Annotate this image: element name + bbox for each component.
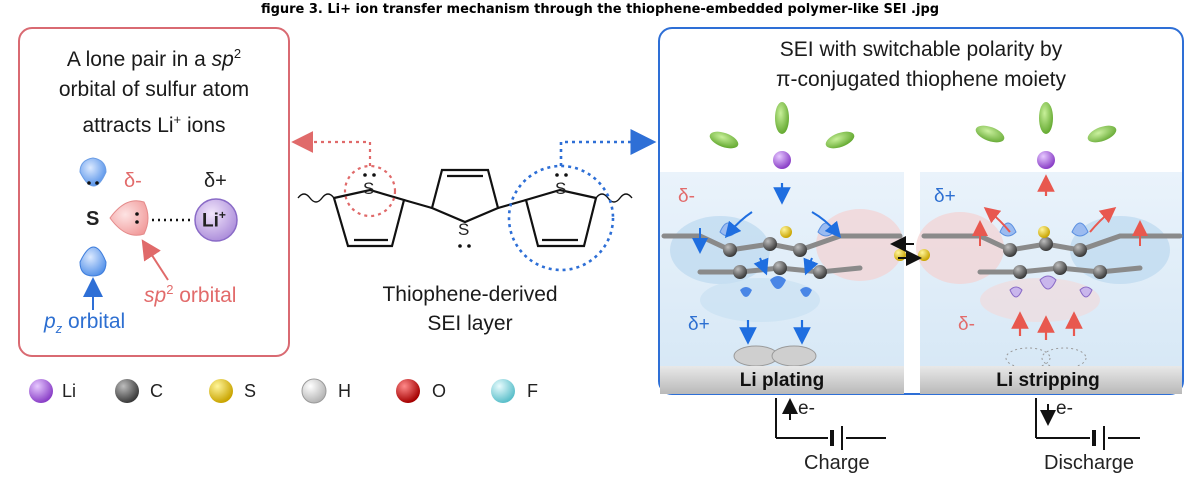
- charge-circuit: [775, 398, 886, 450]
- lone-pair-panel: A lone pair in a sp2 orbital of sulfur a…: [18, 27, 290, 357]
- pz-orbital-label: pz orbital: [44, 310, 126, 337]
- sulfur-atom-label: S: [86, 208, 100, 230]
- switchable-polarity-panel: SEI with switchable polarity by π-conjug…: [658, 27, 1184, 395]
- plating-delta-bottom: δ+: [688, 314, 710, 335]
- charge-label: Charge: [804, 452, 870, 474]
- legend-li: Li: [62, 380, 77, 401]
- legend-s-ball: [209, 379, 233, 403]
- delta-minus-label: δ-: [124, 170, 142, 192]
- li-stripping-label: Li stripping: [996, 370, 1100, 391]
- blue-pointer-line: [559, 129, 657, 166]
- li-ion-label: Li+: [202, 208, 226, 232]
- thiophene-s2-label: S: [458, 220, 470, 239]
- legend-o-ball: [396, 379, 420, 403]
- plating-delta-top: δ-: [678, 186, 695, 207]
- legend-c-ball: [115, 379, 139, 403]
- red-pointer-line: [291, 131, 372, 166]
- discharge-circuit: [1035, 398, 1140, 450]
- legend-c: C: [150, 380, 163, 401]
- legend-li-ball: [29, 379, 53, 403]
- thiophene-s1-label: S: [363, 179, 375, 198]
- delta-plus-label: δ+: [204, 170, 227, 192]
- sp2-orbital-label: sp2 orbital: [144, 282, 237, 307]
- stripping-delta-top: δ+: [934, 186, 956, 207]
- legend-h: H: [338, 380, 351, 401]
- legend-s: S: [244, 380, 257, 401]
- thiophene-sei-caption: Thiophene-derived SEI layer: [382, 283, 558, 335]
- switchable-polarity-title: SEI with switchable polarity by π-conjug…: [775, 38, 1066, 91]
- figure-caption: figure 3. Li+ ion transfer mechanism thr…: [260, 2, 940, 17]
- legend-f: F: [527, 380, 538, 401]
- thiophene-s3-label: S: [555, 179, 567, 198]
- legend-h-ball: [301, 378, 327, 404]
- legend-f-ball: [491, 379, 515, 403]
- charge-electron-label: e-: [798, 398, 815, 419]
- li-plating-label: Li plating: [739, 370, 825, 391]
- discharge-electron-label: e-: [1056, 398, 1073, 419]
- legend-o: O: [432, 380, 447, 401]
- discharge-label: Discharge: [1044, 452, 1135, 474]
- lone-pair-title: A lone pair in a sp2 orbital of sulfur a…: [58, 46, 250, 137]
- stripping-delta-bottom: δ-: [958, 314, 975, 335]
